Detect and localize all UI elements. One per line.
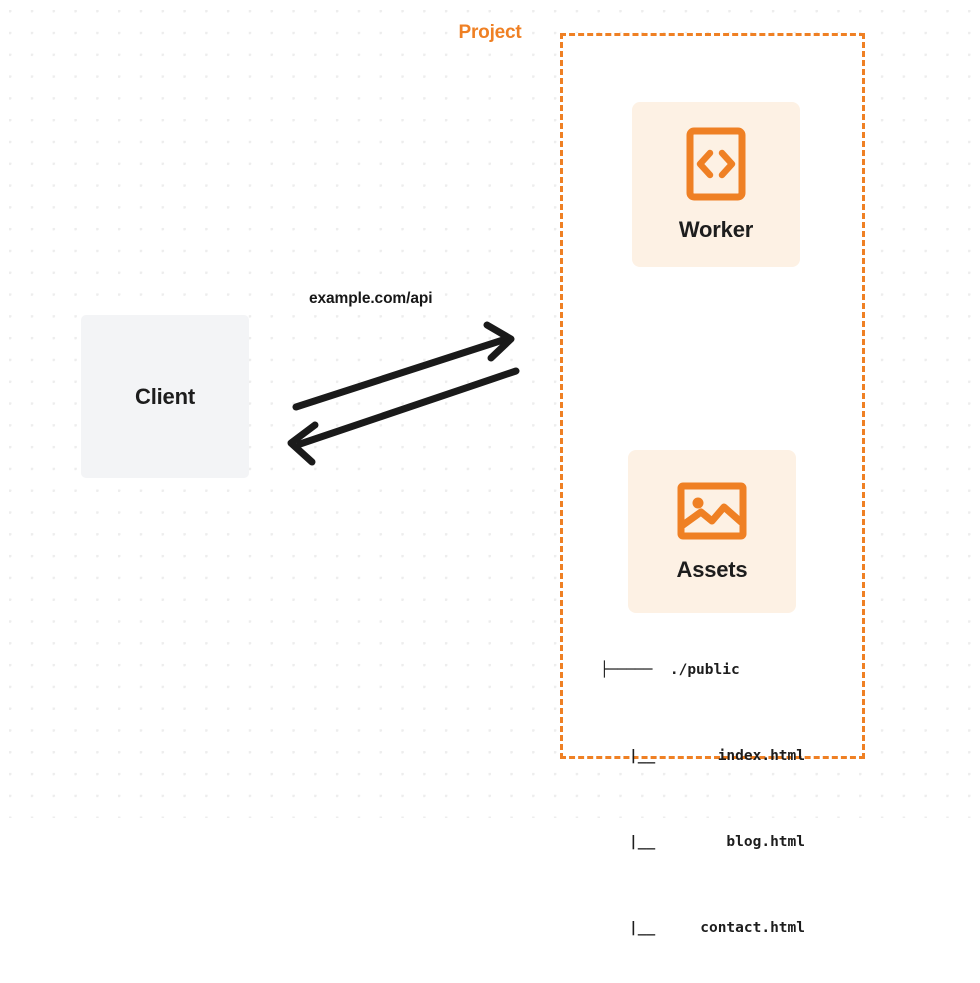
file-tree-root-name: ./public [669,662,740,678]
file-tree-branch-glyph: |__ [629,920,656,936]
file-tree-item-name: contact.html [700,920,805,936]
client-node[interactable]: Client [81,315,249,478]
file-tree-branch-glyph: |__ [629,834,656,850]
worker-label: Worker [678,216,754,242]
file-tree-item: |__ blog.html [600,832,805,854]
assets-file-tree: ├───── ./public |__ index.html |__ blog.ht… [600,617,805,983]
file-tree-branch-glyph: |__ [629,748,656,764]
file-tree-item-name: index.html [717,748,805,764]
file-tree-item: |__ index.html [600,746,805,768]
diagram-canvas: Client example.com/api Project Worker [0,0,980,936]
file-tree-root-glyph: ├───── [600,662,653,678]
connection-label: example.com/api [309,290,433,307]
file-tree-item: |__ contact.html [600,918,805,940]
assets-label: Assets [676,556,748,582]
code-brackets-icon [686,127,746,201]
worker-card[interactable]: Worker [632,102,800,267]
request-arrow [292,321,515,411]
assets-card[interactable]: Assets [628,450,796,613]
file-tree-root-row: ├───── ./public [600,660,805,682]
response-arrow [287,367,520,466]
file-tree-item-name: blog.html [726,834,805,850]
project-group-title: Project [451,22,529,44]
client-label: Client [135,383,195,409]
image-icon [677,481,747,541]
